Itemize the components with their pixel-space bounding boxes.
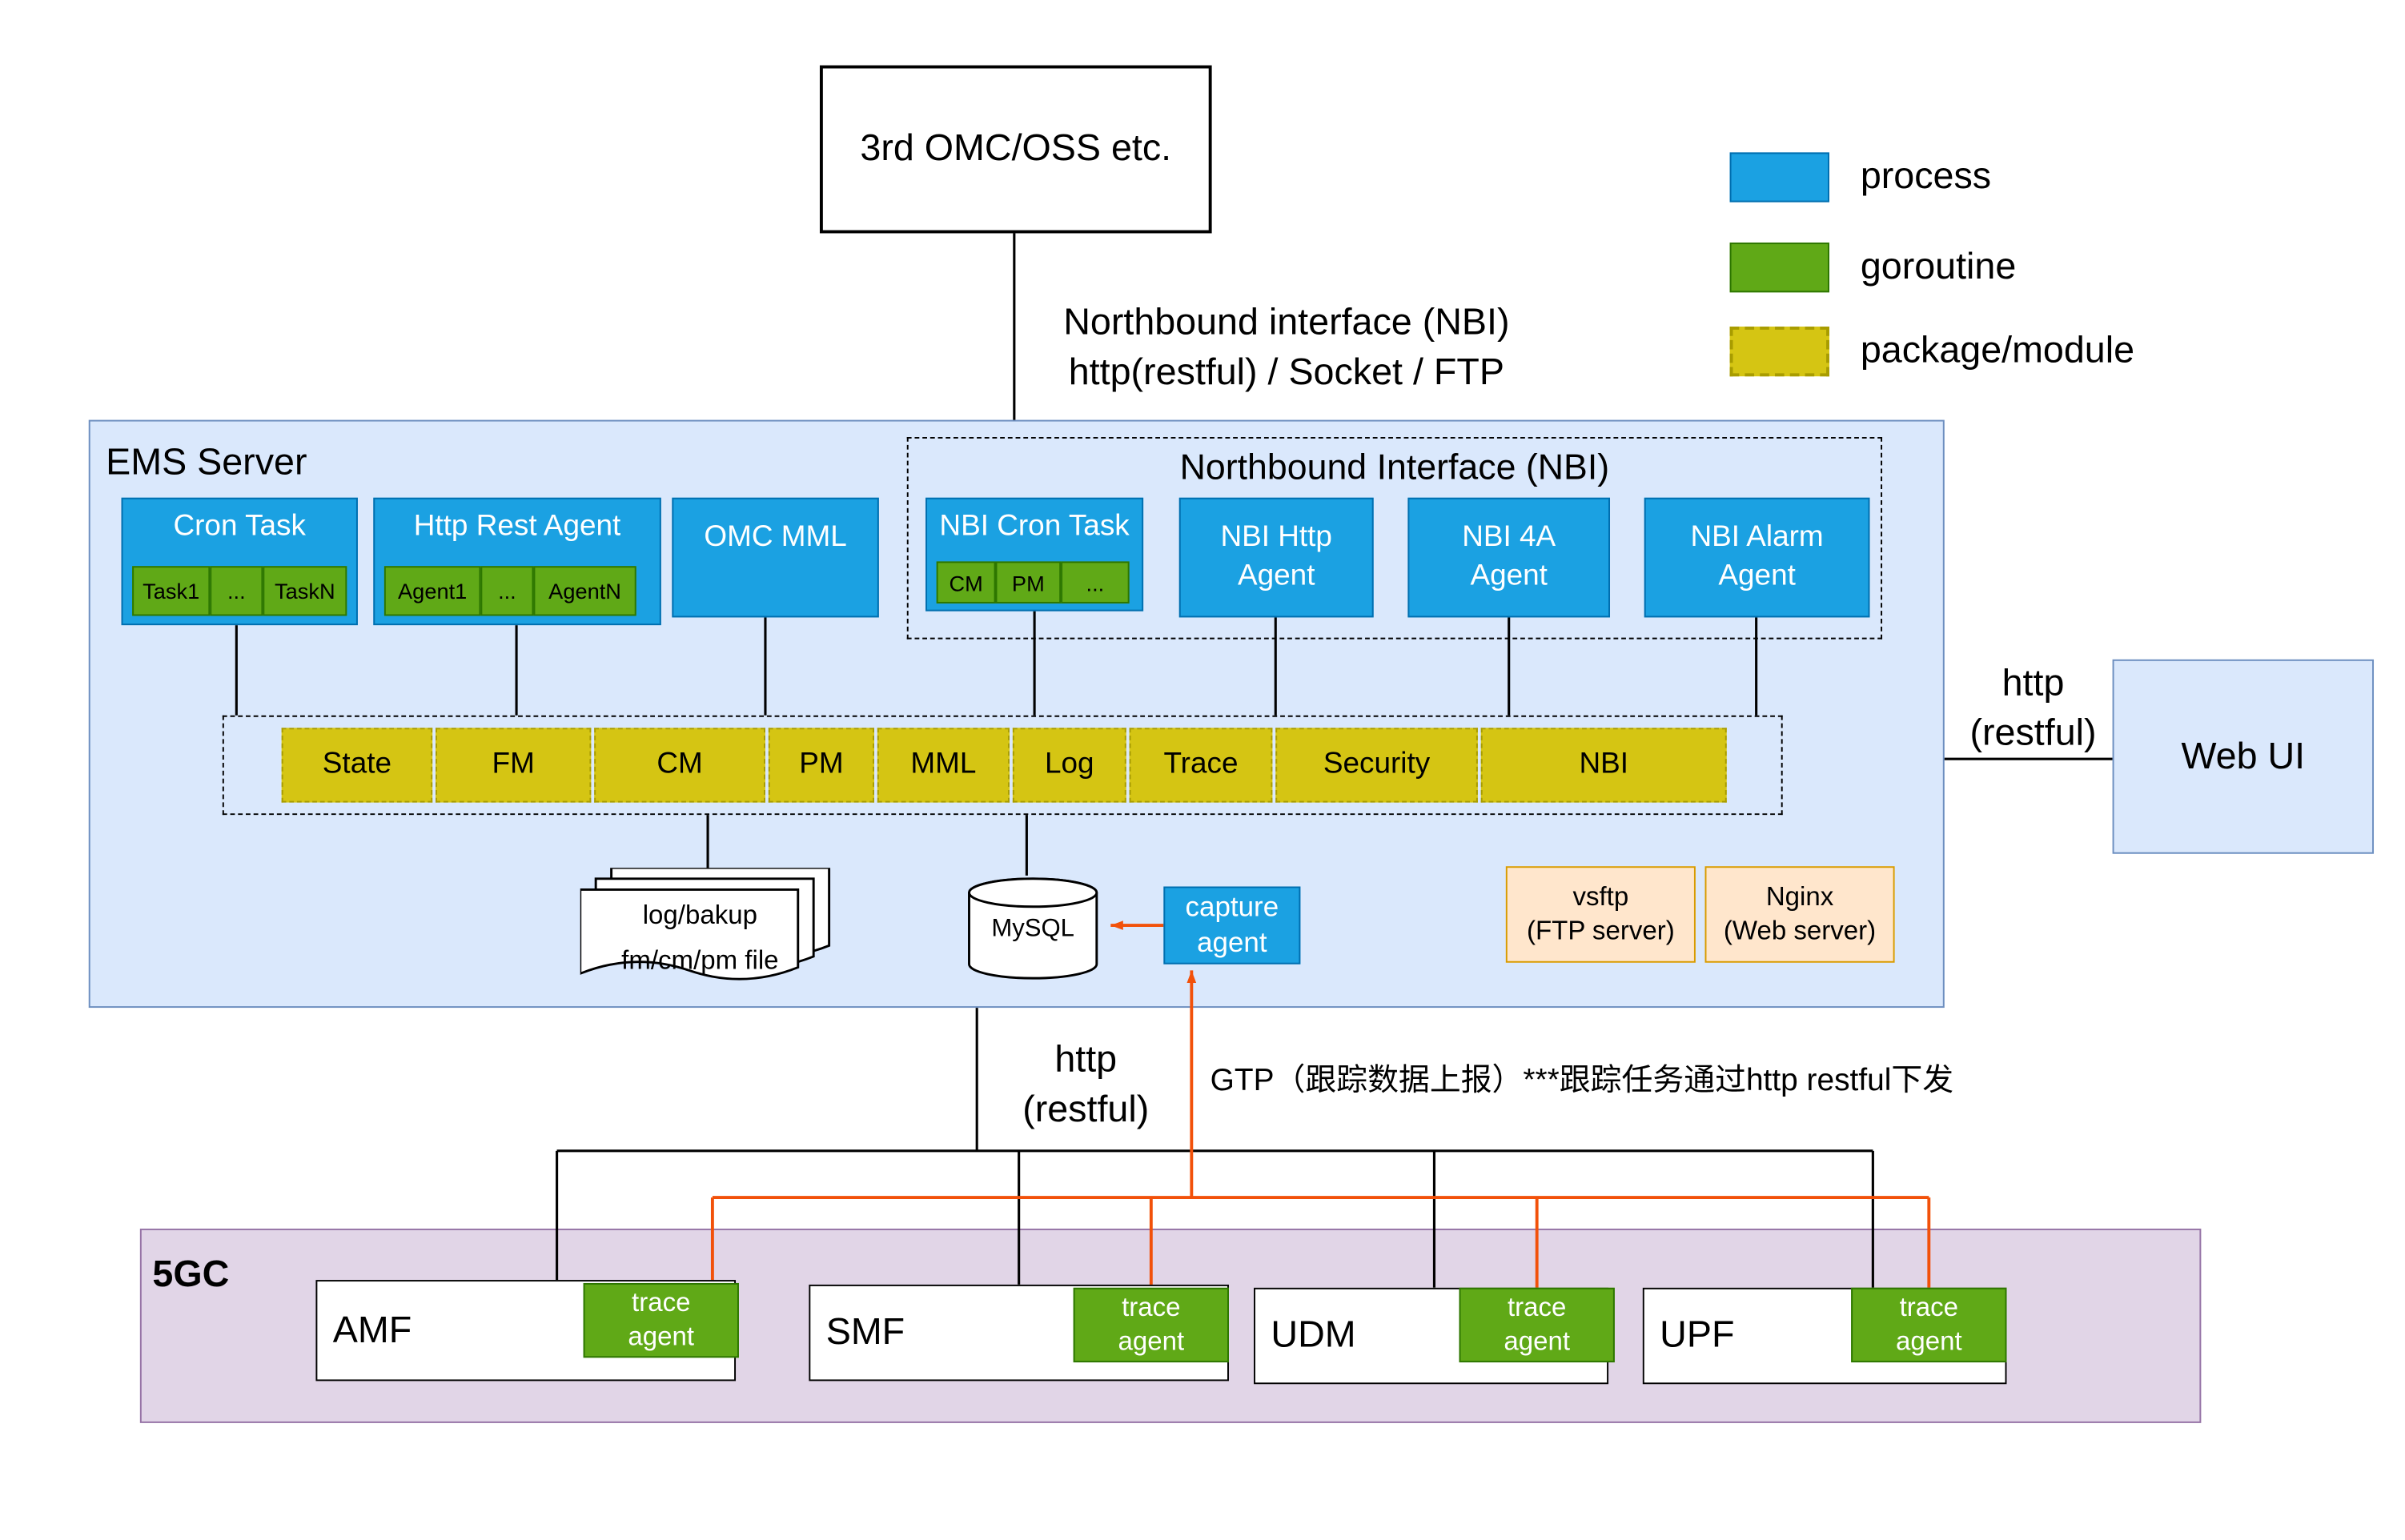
nf-label-smf: SMF (825, 1310, 905, 1354)
nbi-http-agent-box: NBI Http Agent (1178, 497, 1374, 618)
nginx-box: Nginx (Web server) (1704, 866, 1895, 963)
mysql-db-shape: MySQL (965, 876, 1102, 981)
nbi-4a-agent-line1: NBI 4A (1462, 520, 1556, 554)
web-http-line1: http (2001, 662, 2065, 705)
capture-agent-line1: capture (1185, 890, 1279, 922)
http-rest-agent-box: Http Rest Agent Agent1 ... AgentN (373, 497, 661, 626)
trace-agent-upf-line2: agent (1895, 1326, 1962, 1357)
legend-process-label: process (1860, 155, 1992, 198)
vsftp-line1: vsftp (1572, 881, 1629, 912)
vsftp-line2: (FTP server) (1526, 916, 1675, 946)
nginx-line2: (Web server) (1723, 916, 1877, 946)
trace-agent-udm: trace agent (1459, 1287, 1615, 1363)
trace-agent-udm-line1: trace (1507, 1292, 1567, 1322)
http-rest-agent-label: Http Rest Agent (413, 510, 621, 543)
http-rest-agent-item-agentn: AgentN (533, 566, 636, 616)
nbi-http-agent-line2: Agent (1237, 559, 1315, 592)
nbi-group-title: Northbound Interface (NBI) (1179, 446, 1610, 487)
nf-label-udm: UDM (1271, 1313, 1356, 1357)
legend-goroutine-label: goroutine (1860, 245, 2017, 288)
legend-goroutine-swatch (1729, 243, 1829, 293)
nbi-alarm-agent-line2: Agent (1718, 559, 1796, 592)
nbi-link-label: Northbound interface (NBI) http(restful)… (975, 299, 1597, 398)
south-http-label: http (restful) (993, 1036, 1179, 1135)
gtp-note-label: GTP（跟踪数据上报）***跟踪任务通过http restful下发 (1210, 1064, 1954, 1098)
module-cm: CM (594, 728, 765, 803)
trace-agent-upf-line1: trace (1899, 1292, 1959, 1322)
external-omc-oss-label: 3rd OMC/OSS etc. (860, 127, 1172, 170)
mysql-label: MySQL (991, 916, 1074, 943)
file-stack-label: log/bakup fm/cm/pm file (584, 892, 817, 983)
nbi-cron-task-item-pm: PM (995, 561, 1062, 604)
file-stack-line1: log/bakup (642, 900, 757, 930)
module-pm: PM (768, 728, 874, 803)
nbi-cron-task-items: CM PM ... (936, 561, 1130, 604)
external-omc-oss-box: 3rd OMC/OSS etc. (819, 65, 1212, 234)
omc-mml-box: OMC MML (672, 497, 879, 618)
cron-task-box: Cron Task Task1 ... TaskN (121, 497, 358, 626)
omc-mml-label: OMC MML (704, 520, 847, 554)
trace-agent-amf: trace agent (583, 1282, 739, 1358)
south-http-line1: http (1054, 1038, 1118, 1081)
legend-module-swatch (1729, 327, 1829, 377)
nbi-4a-agent-line2: Agent (1470, 559, 1548, 592)
http-rest-agent-items: Agent1 ... AgentN (383, 566, 636, 616)
http-rest-agent-item-ellipsis: ... (480, 566, 534, 616)
web-http-label: http (restful) (1948, 660, 2119, 759)
cron-task-item-task1: Task1 (132, 566, 211, 616)
web-http-line2: (restful) (1969, 712, 2097, 755)
capture-agent-line2: agent (1197, 927, 1267, 958)
file-stack-shape (579, 866, 836, 998)
trace-agent-smf-line1: trace (1122, 1292, 1181, 1322)
trace-agent-udm-line2: agent (1504, 1326, 1571, 1357)
module-security: Security (1275, 728, 1478, 803)
nbi-alarm-agent-line1: NBI Alarm (1690, 520, 1824, 554)
trace-agent-amf-line1: trace (632, 1287, 691, 1317)
ems-server-title: EMS Server (106, 441, 307, 484)
http-rest-agent-item-agent1: Agent1 (383, 566, 481, 616)
module-mml: MML (877, 728, 1010, 803)
nbi-cron-task-label: NBI Cron Task (939, 510, 1130, 543)
trace-agent-smf: trace agent (1073, 1287, 1229, 1363)
trace-agent-amf-line2: agent (628, 1321, 695, 1352)
modules-row: State FM CM PM MML Log Trace Security NB… (281, 728, 1727, 803)
nbi-link-line2: http(restful) / Socket / FTP (1068, 351, 1504, 394)
cron-task-items: Task1 ... TaskN (132, 566, 347, 616)
cron-task-item-taskn: TaskN (263, 566, 347, 616)
module-fm: FM (436, 728, 592, 803)
web-ui-label: Web UI (2181, 735, 2306, 777)
legend-process-swatch (1729, 152, 1829, 203)
module-state: State (281, 728, 433, 803)
south-http-line2: (restful) (1022, 1089, 1150, 1131)
file-stack-line2: fm/cm/pm file (621, 945, 779, 976)
nbi-cron-task-box: NBI Cron Task CM PM ... (925, 497, 1144, 612)
file-stack-svg (579, 866, 831, 981)
capture-agent-box: capture agent (1163, 886, 1301, 965)
nbi-4a-agent-box: NBI 4A Agent (1407, 497, 1611, 618)
cron-task-label: Cron Task (173, 510, 306, 543)
cron-task-item-ellipsis: ... (210, 566, 263, 616)
modules-group (222, 715, 1783, 816)
core-5gc-title: 5GC (152, 1253, 230, 1296)
module-nbi: NBI (1480, 728, 1727, 803)
nbi-cron-task-item-ellipsis: ... (1061, 561, 1130, 604)
mysql-cylinder-svg (968, 877, 1098, 980)
nbi-alarm-agent-box: NBI Alarm Agent (1644, 497, 1870, 618)
module-trace: Trace (1129, 728, 1273, 803)
nbi-group (906, 436, 1883, 640)
nginx-line1: Nginx (1765, 881, 1834, 912)
nf-label-upf: UPF (1660, 1313, 1735, 1357)
trace-agent-smf-line2: agent (1118, 1326, 1185, 1357)
legend-module-label: package/module (1860, 329, 2135, 372)
nbi-cron-task-item-cm: CM (936, 561, 996, 604)
nbi-link-line1: Northbound interface (NBI) (1063, 301, 1510, 344)
web-ui-box: Web UI (2112, 659, 2375, 854)
trace-agent-upf: trace agent (1851, 1287, 2007, 1363)
nbi-http-agent-line1: NBI Http (1220, 520, 1332, 554)
nf-label-amf: AMF (332, 1309, 412, 1351)
module-log: Log (1012, 728, 1126, 803)
vsftp-box: vsftp (FTP server) (1505, 866, 1696, 963)
